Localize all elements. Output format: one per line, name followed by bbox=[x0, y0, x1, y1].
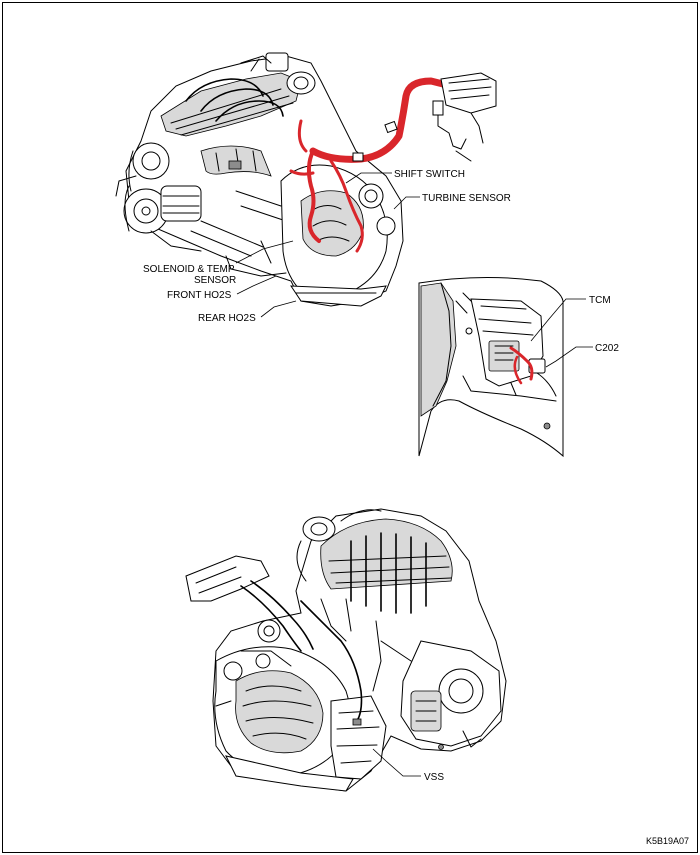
label-front-ho2s: FRONT HO2S bbox=[167, 290, 232, 301]
top-callouts: SHIFT SWITCH TURBINE SENSOR SOLENOID & T… bbox=[143, 169, 511, 324]
label-rear-ho2s: REAR HO2S bbox=[198, 313, 256, 324]
figure-code: K5B19A07 bbox=[646, 836, 689, 846]
label-solenoid-line1: SOLENOID & TEMP bbox=[143, 264, 235, 275]
leader-shift-switch bbox=[345, 172, 392, 184]
label-solenoid-line2: SENSOR bbox=[194, 275, 236, 286]
leader-c202 bbox=[545, 346, 593, 368]
bottom-callouts: VSS bbox=[372, 748, 444, 783]
engine-bottom-illustration bbox=[185, 508, 507, 792]
tcm-inset-illustration bbox=[418, 276, 564, 458]
engine-top-illustration bbox=[115, 52, 497, 307]
leader-turbine-sensor bbox=[393, 196, 420, 210]
label-shift-switch: SHIFT SWITCH bbox=[394, 169, 465, 180]
leader-front-ho2s bbox=[236, 275, 277, 295]
leader-vss bbox=[372, 748, 421, 777]
leader-solenoid-temp-sensor bbox=[235, 240, 294, 264]
leader-tcm bbox=[530, 298, 586, 342]
inset-callouts: TCM C202 bbox=[530, 295, 619, 368]
label-c202: C202 bbox=[595, 343, 619, 354]
label-tcm: TCM bbox=[589, 295, 611, 306]
label-turbine-sensor: TURBINE SENSOR bbox=[422, 193, 511, 204]
leader-rear-ho2s bbox=[260, 300, 297, 318]
diagram-canvas: SHIFT SWITCH TURBINE SENSOR SOLENOID & T… bbox=[115, 52, 689, 846]
label-vss: VSS bbox=[424, 772, 444, 783]
